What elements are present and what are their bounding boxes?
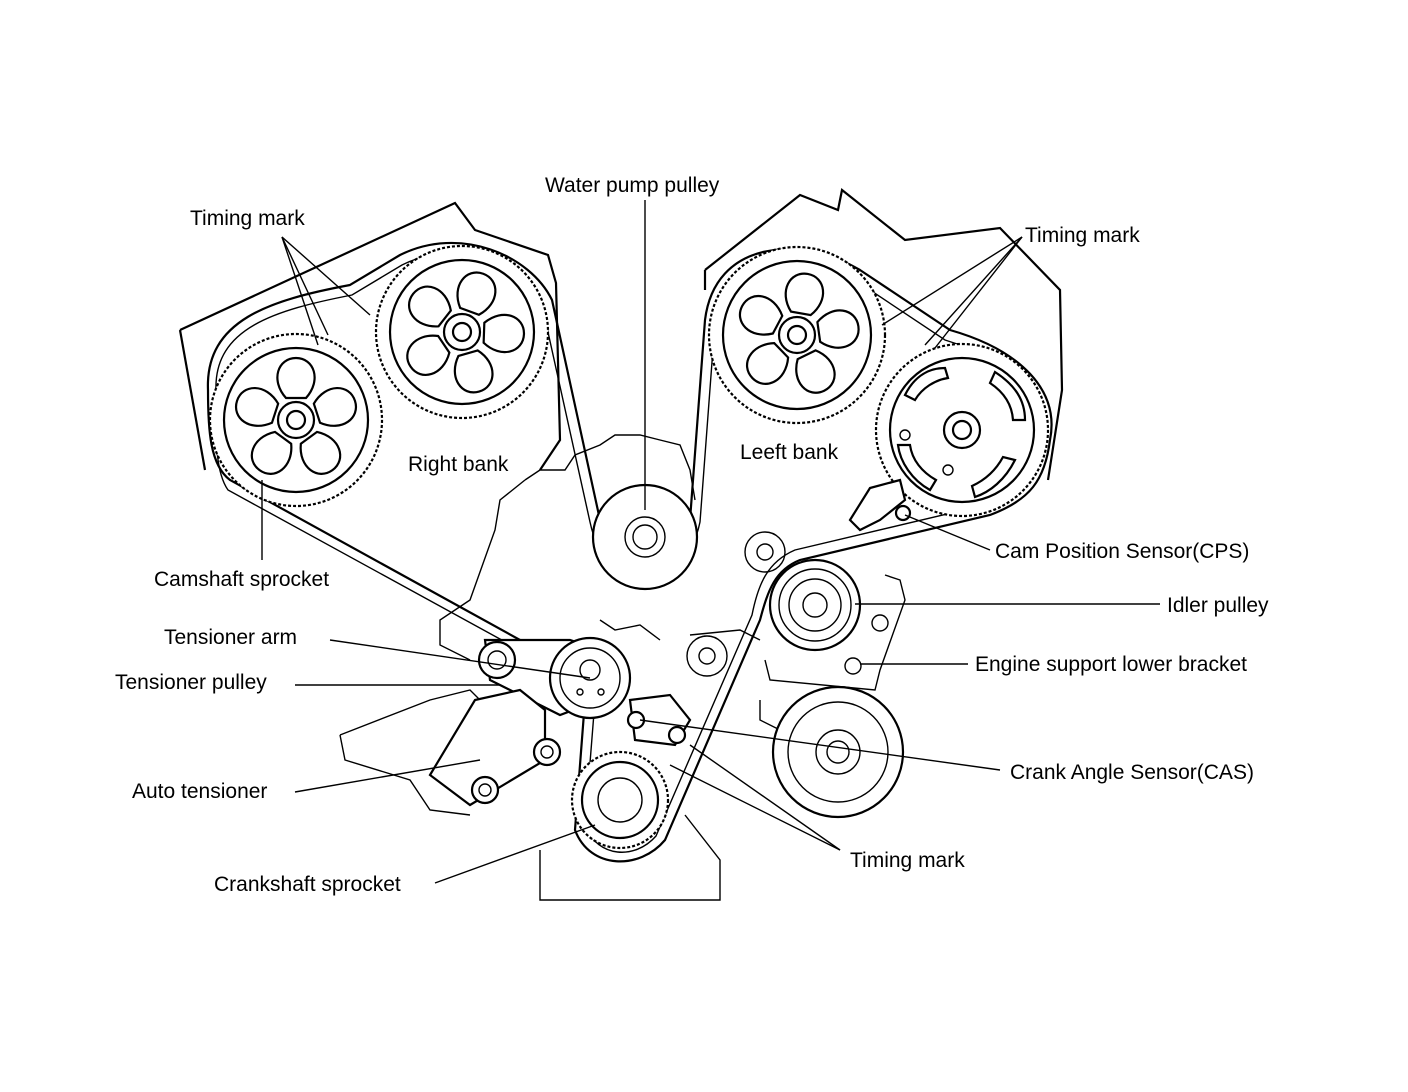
crank-angle-sensor-label: Crank Angle Sensor(CAS) bbox=[1010, 761, 1254, 784]
engine-support-lower-bracket-label: Engine support lower bracket bbox=[975, 653, 1247, 676]
crankshaft-sprocket-label: Crankshaft sprocket bbox=[214, 873, 401, 896]
timing-mark-bottom-label: Timing mark bbox=[850, 849, 965, 872]
left-bank-camshaft-sprocket-lower bbox=[874, 342, 1050, 518]
idler-pulley-label: Idler pulley bbox=[1167, 594, 1269, 617]
engine-housing bbox=[178, 188, 1064, 901]
leader-lines bbox=[261, 200, 1160, 884]
timing-mark-top-right-label: Timing mark bbox=[1025, 224, 1140, 247]
crank-angle-sensor bbox=[626, 693, 692, 747]
crankshaft-sprocket bbox=[570, 750, 670, 850]
water-pump-pulley-label: Water pump pulley bbox=[545, 174, 720, 197]
cam-position-sensor-label: Cam Position Sensor(CPS) bbox=[995, 540, 1250, 563]
idler-pulley bbox=[768, 558, 862, 652]
camshaft-sprocket-label: Camshaft sprocket bbox=[154, 568, 330, 591]
tensioner-arm-label: Tensioner arm bbox=[164, 626, 298, 649]
left-bank-camshaft-sprocket-upper bbox=[707, 245, 887, 425]
crankshaft-damper-pulley bbox=[771, 685, 905, 819]
cam-position-sensor bbox=[848, 478, 912, 532]
left-bank-label: Leeft bank bbox=[740, 441, 839, 464]
timing-mark-top-left-label: Timing mark bbox=[190, 207, 305, 230]
tensioner-pulley-label: Tensioner pulley bbox=[115, 671, 267, 694]
auto-tensioner-label: Auto tensioner bbox=[132, 780, 268, 803]
right-bank-label: Right bank bbox=[408, 453, 509, 476]
right-bank-camshaft-sprocket-upper bbox=[374, 244, 550, 420]
right-bank-camshaft-sprocket-lower bbox=[208, 332, 384, 508]
auto-tensioner bbox=[428, 688, 562, 807]
